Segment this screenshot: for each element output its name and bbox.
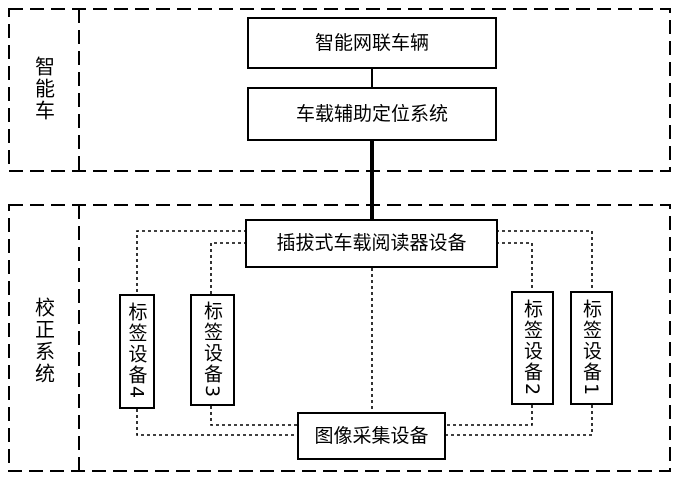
tag-device-4-label: 标签设备4 (124, 302, 151, 400)
dotted-reader-tag2 (496, 243, 532, 291)
node-image-capture-device: 图像采集设备 (297, 412, 446, 460)
node-onboard-positioning-system: 车载辅助定位系统 (247, 87, 497, 141)
section-label-calibration-system: 校正系统 (28, 278, 60, 404)
node-tag-device-4: 标签设备4 (119, 294, 155, 409)
dotted-tag4-camera (137, 409, 297, 435)
node-tag-device-3: 标签设备3 (190, 294, 235, 406)
node-smart-connected-vehicle: 智能网联车辆 (247, 17, 497, 69)
dotted-reader-tag3 (211, 243, 247, 294)
node-plugin-onboard-reader: 插拔式车载阅读器设备 (245, 219, 498, 268)
dotted-tag3-camera (211, 406, 297, 425)
node-tag-device-1: 标签设备1 (570, 291, 613, 405)
dotted-tag2-camera (446, 405, 532, 425)
tag-device-2-label: 标签设备2 (519, 299, 546, 397)
dotted-tag1-camera (446, 405, 592, 435)
section-label-smart-vehicle: 智能车 (28, 40, 60, 138)
tag-device-3-label: 标签设备3 (199, 301, 226, 399)
dotted-reader-tag1 (496, 231, 592, 291)
node-tag-device-2: 标签设备2 (511, 291, 554, 405)
dotted-reader-tag4 (137, 231, 247, 294)
tag-device-1-label: 标签设备1 (578, 299, 605, 397)
